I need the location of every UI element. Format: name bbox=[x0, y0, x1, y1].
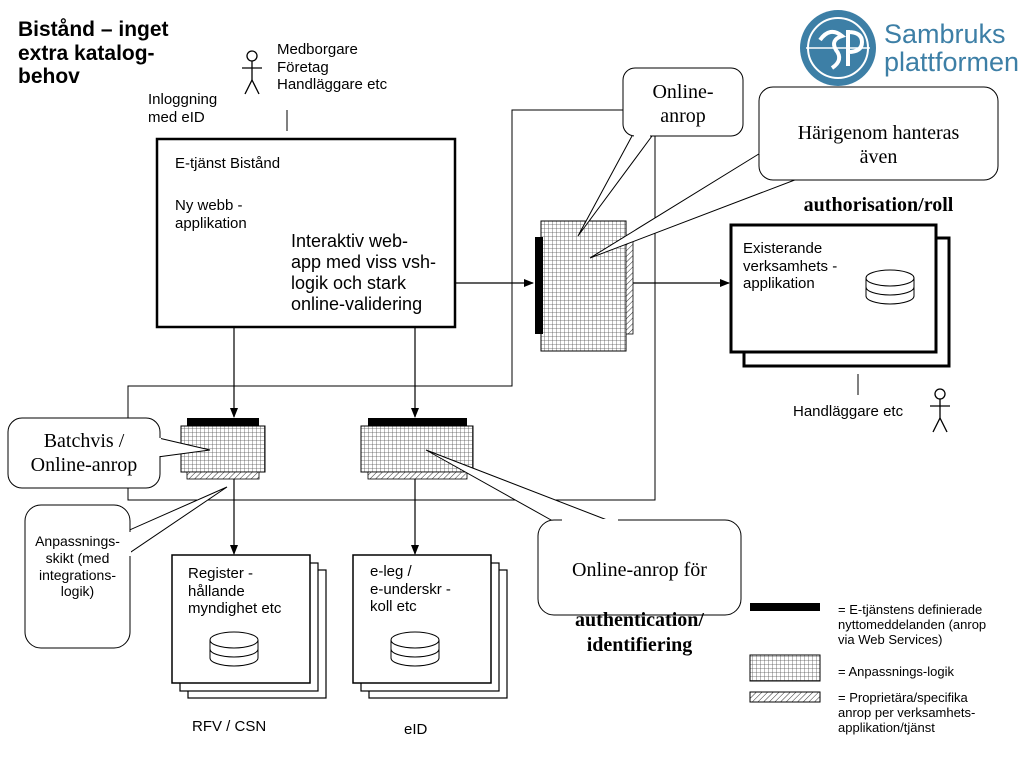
database-icon bbox=[209, 631, 259, 667]
callout-authorisation-bold: authorisation/roll bbox=[803, 194, 954, 216]
legend-swatch-messages bbox=[750, 603, 820, 611]
etjanst-subtitle: Ny webb - applikation bbox=[175, 197, 247, 232]
login-label: Inloggning med eID bbox=[148, 91, 218, 126]
rfv-label: RFV / CSN bbox=[192, 718, 267, 735]
etjanst-box bbox=[155, 137, 457, 329]
callout-batchvis bbox=[7, 417, 211, 489]
callout-authorisation bbox=[589, 86, 999, 259]
eleg-box bbox=[352, 554, 508, 699]
existing-app-box bbox=[729, 223, 951, 368]
callout-authorisation-line: Härigenom hanteras även bbox=[797, 122, 960, 168]
existing-app-label: Existerande verksamhets - applikation bbox=[743, 240, 838, 293]
logo-line-2: plattformen bbox=[884, 47, 1020, 78]
callout-authentication-text: Online-anrop för authentication/ identif… bbox=[538, 533, 741, 658]
actor-label-right: Handläggare etc bbox=[793, 403, 904, 420]
register-label: Register - hållande myndighet etc bbox=[188, 565, 282, 618]
database-icon bbox=[390, 631, 440, 667]
legend-swatch-proprietary bbox=[749, 691, 821, 703]
logo-emblem bbox=[800, 10, 876, 86]
register-box bbox=[171, 554, 327, 699]
callout-anpassning bbox=[24, 486, 228, 649]
callout-authentication-bold: authentication/ identifiering bbox=[575, 609, 704, 656]
flow-arrows bbox=[230, 279, 730, 555]
legend-swatch-adaptation bbox=[749, 654, 821, 682]
legend-label-adaptation: = Anpassnings-logik bbox=[838, 664, 954, 679]
person-right-icon bbox=[930, 388, 950, 433]
logo-line-1: Sambruks bbox=[884, 19, 1006, 49]
database-icon bbox=[865, 269, 915, 305]
callout-online-anrop-text: Online- anrop bbox=[652, 81, 714, 127]
callout-authorisation-text: Härigenom hanteras även authorisation/ro… bbox=[759, 97, 998, 217]
callout-batchvis-text: Batchvis / Online-anrop bbox=[30, 430, 138, 476]
eid-label: eID bbox=[404, 721, 428, 738]
callout-online-anrop bbox=[577, 67, 744, 237]
etjanst-title: E-tjänst Bistånd bbox=[175, 155, 281, 172]
adapter-eid bbox=[360, 418, 474, 480]
page-title: Bistånd – inget extra katalog- behov bbox=[18, 18, 169, 89]
logo-wordmark: Sambruks plattformen bbox=[884, 20, 1019, 77]
actor-label-top: Medborgare Företag Handläggare etc bbox=[277, 41, 388, 94]
etjanst-body: Interaktiv web- app med viss vsh- logik … bbox=[291, 231, 437, 315]
eleg-label: e-leg / e-underskr - koll etc bbox=[370, 563, 451, 616]
callout-authentication bbox=[425, 449, 742, 616]
callout-authentication-line: Online-anrop för bbox=[572, 559, 707, 581]
person-top-icon bbox=[242, 50, 262, 95]
adapter-online bbox=[535, 220, 634, 352]
legend-label-proprietary: = Proprietära/specifika anrop per verksa… bbox=[838, 690, 976, 736]
legend-label-messages: = E-tjänstens definierade nyttomeddeland… bbox=[838, 602, 987, 648]
callout-anpassning-text: Anpassnings- skikt (med integrations- lo… bbox=[35, 533, 120, 600]
